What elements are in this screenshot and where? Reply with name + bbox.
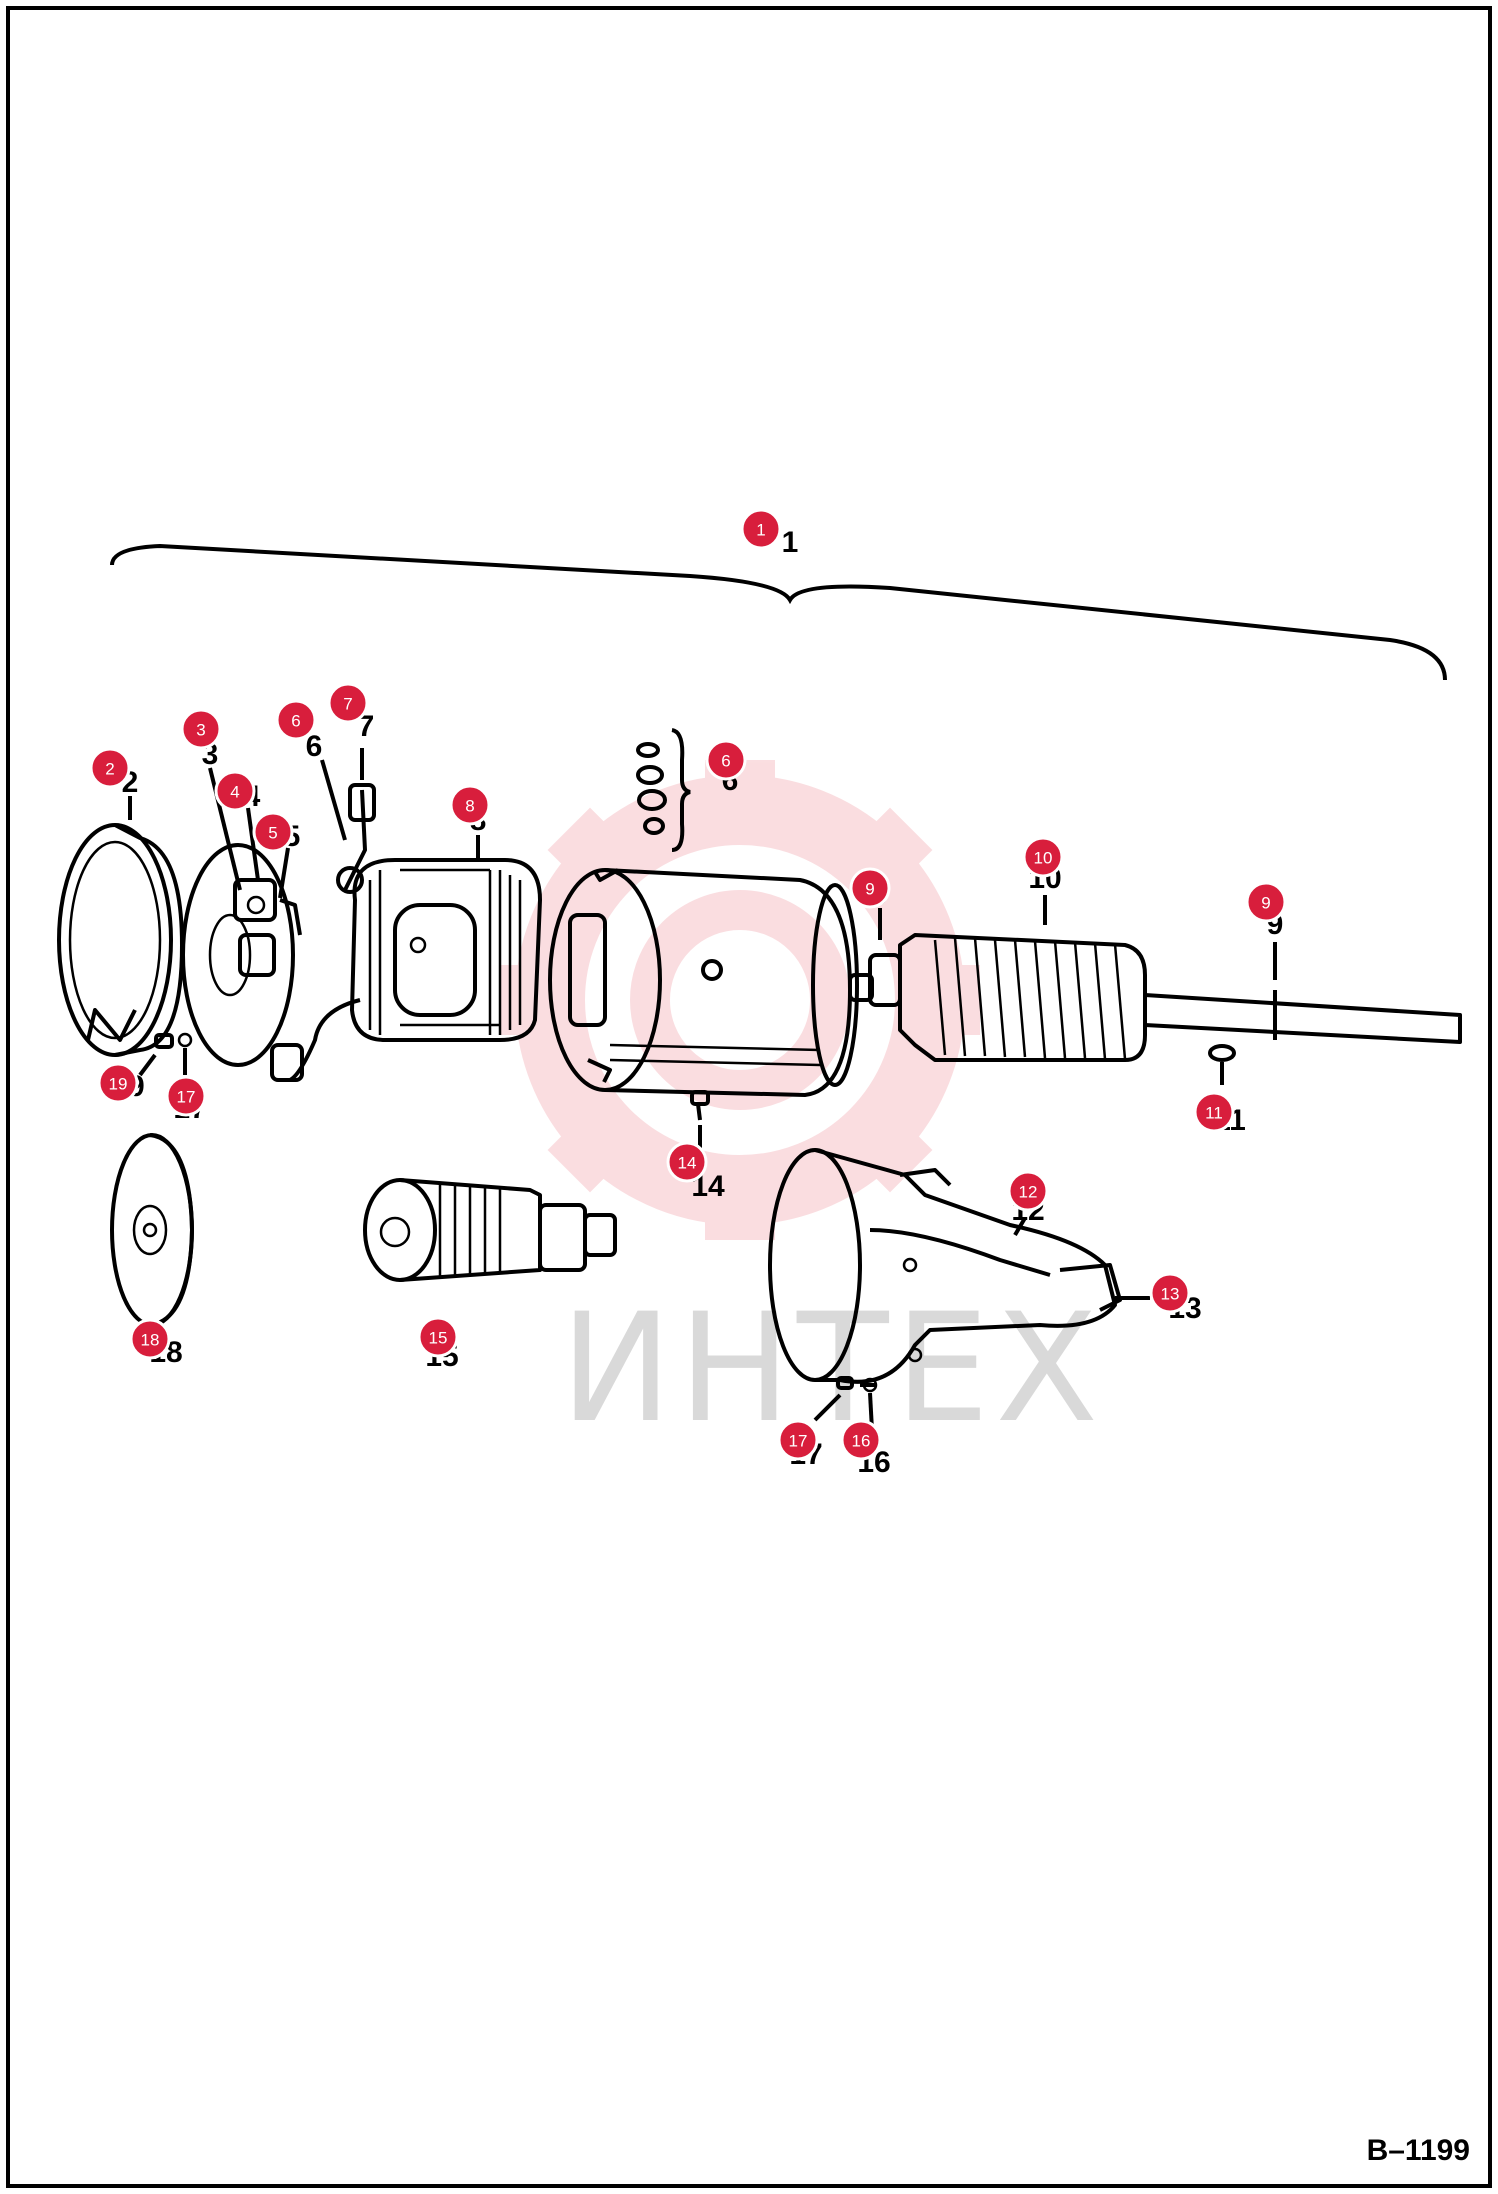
callout-number: 9 (865, 880, 874, 899)
callout-number: 14 (678, 1154, 697, 1173)
callout-circle[interactable] (1007, 1170, 1049, 1212)
callout-number: 5 (268, 824, 277, 843)
callout-c11[interactable]: 11 (1193, 1091, 1235, 1133)
callout-c13[interactable]: 13 (1149, 1272, 1191, 1314)
callout-c18[interactable]: 18 (129, 1318, 171, 1360)
callout-c9b[interactable]: 9 (1245, 881, 1287, 923)
drawing-frame (6, 6, 1492, 2188)
callout-circle[interactable] (165, 1075, 207, 1117)
callout-c12[interactable]: 12 (1007, 1170, 1049, 1212)
callout-number: 9 (1261, 894, 1270, 913)
callout-c1[interactable]: 1 (740, 508, 782, 550)
screw-part (690, 1090, 710, 1121)
armature-part (848, 933, 1462, 1062)
end-plate-part (181, 843, 302, 1067)
terminal-stud-part (336, 783, 376, 894)
washer-set-part (636, 728, 691, 852)
callout-circle[interactable] (449, 784, 491, 826)
callout-c3[interactable]: 3 (180, 708, 222, 750)
ref-label-6a: 6 (306, 730, 323, 763)
drive-assembly-part (363, 1178, 617, 1282)
callout-circle[interactable] (252, 811, 294, 853)
callout-number: 6 (721, 752, 730, 771)
callout-circle[interactable] (777, 1419, 819, 1461)
callout-number: 13 (1161, 1285, 1180, 1304)
callout-c2[interactable]: 2 (89, 747, 131, 789)
callout-circle[interactable] (180, 708, 222, 750)
watermark-text: ИНТЕХ (560, 1282, 1104, 1456)
callout-circle[interactable] (129, 1318, 171, 1360)
callout-c10[interactable]: 10 (1022, 836, 1064, 878)
brake-washer-part (110, 1133, 194, 1327)
callout-c17a[interactable]: 17 (165, 1075, 207, 1117)
callout-c8[interactable]: 8 (449, 784, 491, 826)
callout-circle[interactable] (1245, 881, 1287, 923)
callout-c14[interactable]: 14 (666, 1141, 708, 1183)
callout-number: 10 (1034, 849, 1053, 868)
callout-circle[interactable] (666, 1141, 708, 1183)
field-coil-part (270, 858, 542, 1082)
ref-label-1: 1 (782, 526, 799, 559)
callout-c5[interactable]: 5 (252, 811, 294, 853)
callout-c7[interactable]: 7 (327, 682, 369, 724)
housing-bolts-part (836, 1376, 878, 1393)
callout-number: 4 (230, 783, 239, 802)
callout-c6b[interactable]: 6 (705, 739, 747, 781)
callout-circle[interactable] (1193, 1091, 1235, 1133)
small-screw-part (154, 1032, 193, 1049)
callout-c17b[interactable]: 17 (777, 1419, 819, 1461)
callout-circle[interactable] (89, 747, 131, 789)
callout-c9a[interactable]: 9 (849, 867, 891, 909)
callout-c15[interactable]: 15 (417, 1316, 459, 1358)
callout-number: 17 (789, 1432, 808, 1451)
callout-number: 1 (756, 521, 765, 540)
cover-band-part (57, 823, 184, 1057)
callout-circle[interactable] (327, 682, 369, 724)
callout-circle[interactable] (275, 699, 317, 741)
callout-circle[interactable] (705, 739, 747, 781)
callout-circle[interactable] (1022, 836, 1064, 878)
callout-circle[interactable] (97, 1062, 139, 1104)
callout-c6a[interactable]: 6 (275, 699, 317, 741)
key-part (1208, 1044, 1236, 1062)
callout-number: 6 (291, 712, 300, 731)
callout-c19[interactable]: 19 (97, 1062, 139, 1104)
figure-id: B–1199 (1366, 2134, 1470, 2167)
callout-circle[interactable] (740, 508, 782, 550)
callout-circle[interactable] (1149, 1272, 1191, 1314)
callout-circle[interactable] (417, 1316, 459, 1358)
callout-number: 8 (465, 797, 474, 816)
callout-number: 17 (177, 1088, 196, 1107)
callout-circle[interactable] (849, 867, 891, 909)
callout-number: 15 (429, 1329, 448, 1348)
drive-end-housing-part (768, 1148, 1122, 1384)
callout-number: 7 (343, 695, 352, 714)
callout-number: 19 (109, 1075, 128, 1094)
callout-number: 12 (1019, 1183, 1038, 1202)
callout-c4[interactable]: 4 (214, 770, 256, 812)
callout-number: 2 (105, 760, 114, 779)
callout-number: 16 (852, 1432, 871, 1451)
callout-number: 18 (141, 1331, 160, 1350)
callout-circle[interactable] (214, 770, 256, 812)
ref-label-7: 7 (358, 710, 375, 743)
callout-c16[interactable]: 16 (840, 1419, 882, 1461)
callout-circle[interactable] (840, 1419, 882, 1461)
callout-number: 3 (196, 721, 205, 740)
assembly-brace (110, 543, 1447, 681)
callout-number: 11 (1205, 1104, 1223, 1123)
